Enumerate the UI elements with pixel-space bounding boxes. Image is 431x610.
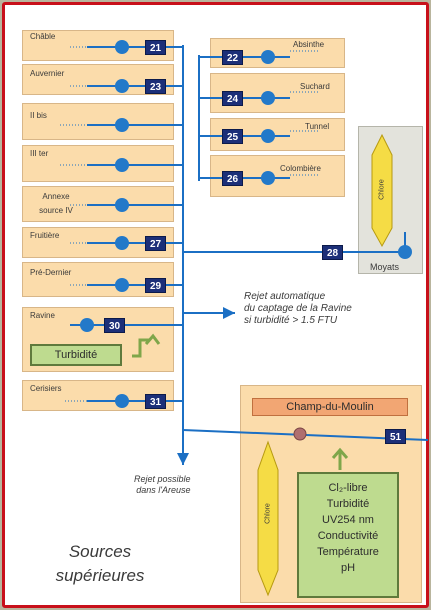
number-24: 24 (222, 91, 243, 106)
number-22: 22 (222, 50, 243, 65)
source-box-2bis (22, 103, 174, 140)
node-ravine (80, 318, 94, 332)
label-absinthe: Absinthe (293, 40, 325, 49)
ravine-reject-note: Rejet automatique du captage de la Ravin… (244, 291, 352, 326)
node-colombiere (261, 171, 275, 185)
node-champ-du-moulin (293, 427, 307, 441)
number-23: 23 (145, 79, 166, 94)
number-29: 29 (145, 278, 166, 293)
label-ravine: Ravine (30, 311, 55, 320)
node-chable (115, 40, 129, 54)
label-moyats-chlore: Chlore (378, 179, 386, 200)
param-temperature: Température (317, 546, 379, 558)
source-box-3ter (22, 145, 174, 182)
label-2bis: II bis (30, 111, 47, 120)
cdm-chlore-tank (257, 440, 279, 597)
param-uv254: UV254 nm (322, 514, 374, 526)
node-absinthe (261, 50, 275, 64)
node-tunnel (261, 129, 275, 143)
param-conductivite: Conductivité (317, 530, 379, 542)
number-21: 21 (145, 40, 166, 55)
label-moyats: Moyats (370, 262, 400, 272)
node-fruitiere (115, 236, 129, 250)
caption-sources-superieures: Sources supérieures (55, 542, 145, 585)
param-cl2: Cl₂-libre (328, 482, 368, 494)
number-51: 51 (385, 429, 406, 444)
node-2bis (115, 118, 129, 132)
label-cdm-chlore: Chlore (264, 503, 272, 524)
turbidity-box: Turbidité (30, 344, 122, 366)
number-30: 30 (104, 318, 125, 333)
param-turbidite: Turbidité (326, 498, 370, 510)
label-colombiere: Colombière (280, 164, 321, 173)
number-25: 25 (222, 129, 243, 144)
champ-du-moulin-title: Champ-du-Moulin (252, 398, 408, 416)
label-tunnel: Tunnel (305, 122, 330, 131)
node-cerisiers (115, 394, 129, 408)
moyats-chlore-tank (371, 133, 393, 248)
param-ph: pH (340, 562, 356, 574)
node-suchard (261, 91, 275, 105)
areuse-reject-note: Rejet possible dans l'Areuse (134, 474, 191, 495)
node-auvernier (115, 79, 129, 93)
label-annexe: Annexe source IV (39, 192, 73, 215)
node-3ter (115, 158, 129, 172)
label-pre-dernier: Pré-Dernier (30, 268, 72, 277)
number-31: 31 (145, 394, 166, 409)
label-auvernier: Auvernier (30, 69, 65, 78)
number-27: 27 (145, 236, 166, 251)
measurement-parameters: Cl₂-libre Turbidité UV254 nm Conductivit… (297, 472, 399, 598)
moyats-box (358, 126, 423, 274)
label-3ter: III ter (30, 149, 49, 158)
label-suchard: Suchard (300, 82, 330, 91)
label-cerisiers: Cerisiers (30, 384, 62, 393)
node-annexe (115, 198, 129, 212)
number-26: 26 (222, 171, 243, 186)
node-pre-dernier (115, 278, 129, 292)
label-fruitiere: Fruitière (30, 231, 60, 240)
number-28: 28 (322, 245, 343, 260)
label-chable: Châble (30, 32, 56, 41)
node-moyats (398, 245, 412, 259)
